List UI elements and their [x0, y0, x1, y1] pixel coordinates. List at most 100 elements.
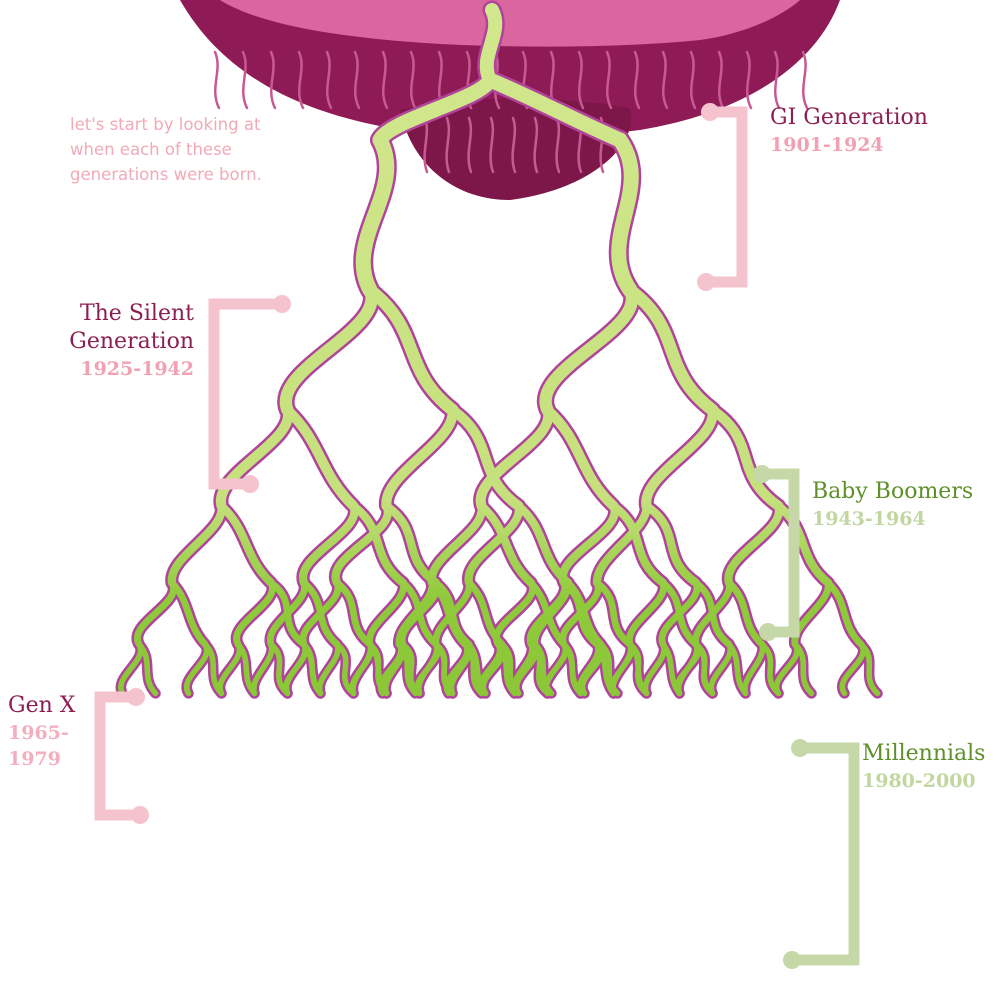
seed-vein [445, 116, 451, 174]
root-branch [626, 579, 667, 648]
root-branch [298, 501, 359, 587]
root-branch [279, 283, 378, 417]
root-branch [268, 641, 291, 697]
generation-years: 1980-2000 [862, 770, 976, 792]
root-branch [334, 641, 357, 697]
root-branch [724, 501, 784, 587]
root-branch [333, 579, 374, 648]
seed-vein [577, 50, 585, 110]
seed-vein [717, 50, 725, 110]
root-branch [707, 404, 784, 512]
root-branch [167, 501, 226, 587]
seed-vein [605, 50, 613, 110]
root-branch [742, 641, 766, 697]
seed-vein [511, 116, 517, 174]
generation-years: 1925-1942 [80, 358, 194, 380]
root-branch [558, 501, 619, 587]
seed-vein [661, 50, 669, 110]
root-branch [623, 283, 719, 417]
generation-years: 1943-1964 [812, 508, 926, 530]
intro-text: let's start by looking at when each of t… [70, 115, 262, 184]
root-branch [526, 579, 569, 648]
root-branch [658, 579, 701, 648]
seed-bulb [180, 0, 840, 200]
generation-name: Baby Boomers [812, 479, 974, 504]
bracket-silent-generation [208, 295, 291, 493]
root-branch [609, 641, 635, 697]
root-branch [299, 579, 342, 648]
root-branch [792, 641, 815, 697]
seed-vein [325, 50, 333, 110]
root-branch [168, 579, 209, 648]
root-branch [382, 501, 441, 587]
label-gen-x: Gen X 1965-1979 [8, 692, 80, 772]
root-branch [136, 641, 159, 697]
root-branch [251, 641, 275, 697]
root-branch [217, 641, 243, 697]
root-branch [372, 72, 498, 148]
root-branch [355, 132, 395, 298]
root-branch [642, 501, 701, 587]
bracket-baby-boomers [753, 465, 800, 641]
seed-vein [633, 50, 641, 110]
seed-vein [467, 116, 473, 174]
generation-years: 1901-1924 [770, 134, 884, 156]
root-branch [791, 579, 832, 648]
generation-name: Millennials [862, 741, 986, 766]
root-branch [267, 579, 308, 648]
seed-vein [269, 50, 277, 110]
generation-years: 1965-1979 [8, 722, 69, 770]
root-branch [381, 404, 458, 512]
root-branch [217, 501, 276, 587]
generation-name: GI Generation [770, 105, 928, 130]
root-branch [464, 501, 523, 587]
label-millennials: Millennials 1980-2000 [862, 740, 985, 794]
root-branch [432, 579, 473, 648]
bracket-gi-generation [697, 103, 748, 291]
root-branch [693, 641, 716, 697]
bracket-millennials [783, 739, 860, 969]
seed-rim [220, 0, 800, 47]
root-branch [609, 501, 668, 587]
root-branch [479, 3, 503, 87]
root-branch [475, 404, 554, 512]
root-branch [447, 404, 524, 512]
root-branch [559, 579, 602, 648]
root-branch [428, 579, 469, 648]
root-branch [215, 404, 294, 512]
root-branch [396, 641, 419, 697]
root-branch [725, 579, 766, 648]
root-branch [510, 641, 535, 697]
seed-vein [745, 50, 753, 110]
root-branch [366, 579, 407, 648]
root-branch [824, 579, 865, 648]
seed-vein [409, 50, 417, 110]
seed-vein [381, 50, 389, 110]
seed-vein [689, 50, 697, 110]
root-branch [528, 641, 551, 697]
bracket-gen-x [94, 688, 149, 824]
root-branch [542, 404, 619, 512]
seed-vein [801, 50, 809, 110]
label-baby-boomers: Baby Boomers 1943-1964 [812, 478, 973, 532]
generation-name: Gen X [8, 693, 76, 718]
root-branch [395, 579, 436, 648]
seed-vein [353, 50, 361, 110]
seed-vein [213, 50, 221, 110]
root-branch [233, 579, 276, 648]
seed-vein [241, 50, 249, 110]
root-branch [692, 579, 733, 648]
root-branch [858, 641, 881, 697]
root-branch [539, 283, 639, 417]
seed-vein [533, 116, 539, 174]
root-branch [592, 501, 651, 587]
seed-vein [489, 116, 495, 174]
root-branch [282, 404, 359, 512]
label-silent-generation: The Silent Generation 1925-1942 [20, 300, 194, 382]
root-branch [301, 641, 324, 697]
seed-vein [297, 50, 305, 110]
root-network [115, 0, 883, 699]
root-branch [349, 501, 408, 587]
